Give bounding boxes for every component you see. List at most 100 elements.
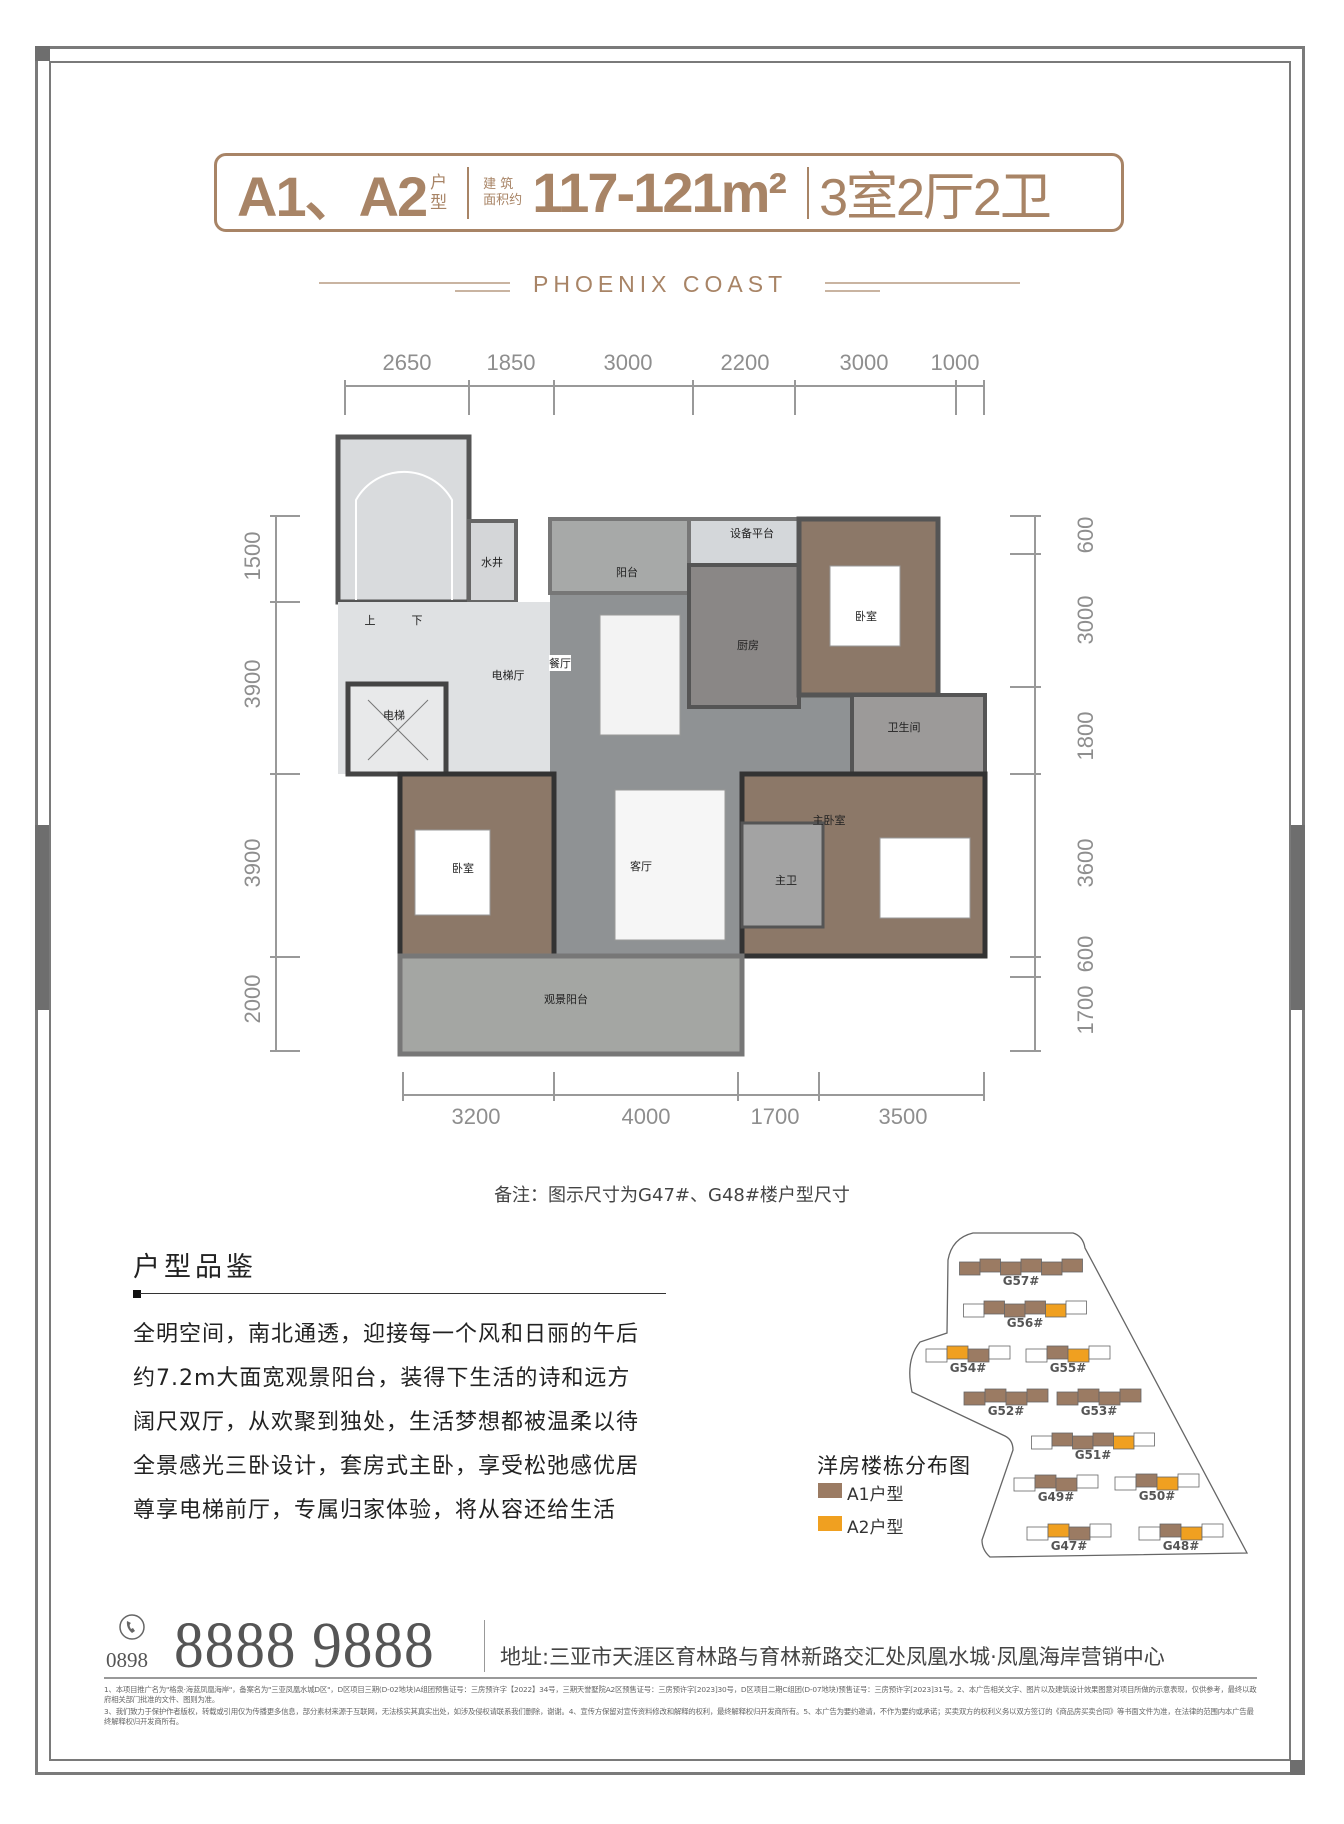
area-label: 建 筑面积约	[483, 177, 522, 209]
building-label: G49#	[1037, 1490, 1075, 1504]
dim-right: 600	[1073, 516, 1098, 554]
unit-code: A1、A2	[237, 165, 428, 228]
building-label: G53#	[1080, 1404, 1118, 1418]
dim-right: 1700	[1073, 985, 1098, 1035]
site-map-title: 洋房楼栋分布图	[817, 1454, 971, 1478]
phone-icon	[119, 1614, 145, 1640]
feature-line: 全明空间，南北通透，迎接每一个风和日丽的午后	[133, 1322, 640, 1347]
building-label: G54#	[949, 1361, 987, 1375]
dim-left: 2000	[240, 974, 265, 1024]
building-label: G56#	[1006, 1316, 1044, 1330]
dim-top: 1000	[930, 350, 980, 375]
feature-line: 尊享电梯前厅，专属归家体验，将从容还给生活	[133, 1498, 617, 1523]
legend-label-a1: A1户型	[847, 1485, 904, 1505]
dim-right: 600	[1073, 935, 1098, 973]
room-label: 主卫	[775, 874, 797, 887]
room-label: 阳台	[616, 566, 638, 579]
room-label: 餐厅	[549, 655, 571, 671]
room-label: 水井	[481, 556, 503, 569]
room-label: 下	[411, 614, 423, 627]
feature-line: 阔尺双厅，从欢聚到独处，生活梦想都被温柔以待	[133, 1410, 640, 1435]
room-label: 卫生间	[887, 721, 921, 734]
dim-right: 3000	[1073, 595, 1098, 645]
dim-top: 3000	[603, 350, 653, 375]
water-well	[467, 519, 518, 604]
decor-line	[825, 290, 880, 292]
room-label: 卧室	[452, 860, 474, 876]
dim-right: 1800	[1073, 711, 1098, 761]
dim-bottom: 3500	[878, 1104, 928, 1129]
area-code: 0898	[106, 1648, 148, 1672]
legend-label-a2: A2户型	[847, 1518, 904, 1538]
footer-divider	[484, 1620, 485, 1672]
title-marker	[133, 1290, 141, 1298]
dim-bottom: 1700	[750, 1104, 800, 1129]
living-rug	[614, 789, 726, 941]
decor-line	[319, 282, 510, 284]
divider	[807, 166, 810, 219]
legend-swatch-a2	[818, 1516, 842, 1531]
room-label: 主卧室	[812, 814, 846, 827]
room-label: 设备平台	[730, 527, 774, 540]
dim-left: 3900	[240, 838, 265, 888]
building-label: G48#	[1162, 1539, 1200, 1553]
building-label: G57#	[1002, 1274, 1040, 1288]
stairwell	[335, 434, 472, 605]
dim-right: 3600	[1073, 838, 1098, 888]
footer-rule	[104, 1677, 1257, 1679]
dim-left: 1500	[240, 531, 265, 581]
room-label: 电梯	[383, 709, 405, 722]
balcony	[548, 517, 691, 595]
room-label: 客厅	[630, 860, 652, 873]
layout-value: 3室2厅2卫	[819, 169, 1052, 227]
area-label-2: 面积约	[483, 192, 523, 208]
area-value: 117-121m²	[532, 161, 787, 224]
dining-table	[599, 614, 681, 736]
features-title: 户型品鉴	[133, 1252, 257, 1283]
dimension-note: 备注：图示尺寸为G47#、G48#楼户型尺寸	[494, 1185, 850, 1206]
building-label: G50#	[1138, 1489, 1176, 1503]
dim-top: 2200	[720, 350, 770, 375]
frame-side-tab	[1291, 825, 1305, 1010]
divider	[467, 166, 470, 219]
decor-line	[825, 282, 1020, 284]
decor-line	[455, 290, 510, 292]
room-label: 观景阳台	[544, 993, 588, 1006]
building-label: G47#	[1050, 1539, 1088, 1553]
suffix-2: 型	[430, 192, 448, 213]
room-label: 电梯厅	[491, 669, 525, 682]
frame-side-tab	[35, 825, 49, 1010]
room-label: 卧室	[855, 610, 877, 623]
kitchen	[687, 563, 801, 709]
dim-top: 3000	[839, 350, 889, 375]
phone-number: 8888 9888	[174, 1609, 435, 1682]
brand-name: PHOENIX COAST	[533, 271, 788, 297]
area-label-1: 建 筑	[483, 176, 514, 192]
title-rule	[140, 1293, 666, 1294]
dim-top: 1850	[486, 350, 536, 375]
address: 地址:三亚市天涯区育林路与育林新路交汇处凤凰水城·凤凰海岸营销中心	[500, 1645, 1165, 1669]
unit-header-box: A1、A2 户型 建 筑面积约 117-121m² 3室2厅2卫	[214, 153, 1124, 232]
fine-print-block: 1、本项目推广名为"格泉·海蓝凤凰海岸"，备案名为"三亚凤凰水城D区"，D区项目…	[104, 1685, 1257, 1727]
feature-line: 全景感光三卧设计，套房式主卧，享受松弛感优居	[133, 1454, 640, 1479]
building-label: G55#	[1049, 1361, 1087, 1375]
dimension-lines	[275, 385, 1036, 1096]
fine-print: 1、本项目推广名为"格泉·海蓝凤凰海岸"，备案名为"三亚凤凰水城D区"，D区项目…	[104, 1685, 1257, 1704]
dim-bottom: 4000	[621, 1104, 671, 1129]
room-label: 厨房	[737, 639, 759, 652]
dim-top: 2650	[382, 350, 432, 375]
view-balcony	[397, 953, 745, 1057]
building-label: G52#	[987, 1404, 1025, 1418]
legend-swatch-a1	[818, 1483, 842, 1498]
unit-suffix: 户型	[430, 173, 447, 213]
dim-bottom: 3200	[451, 1104, 501, 1129]
suffix-1: 户	[430, 172, 448, 193]
plan-rooms	[335, 434, 988, 1057]
fine-print: 3、我们致力于保护作者版权，转载或引用仅为传播更多信息，部分素材来源于互联网，无…	[104, 1707, 1254, 1726]
frame-corner	[1290, 1760, 1305, 1775]
frame-corner	[35, 46, 50, 61]
room-label: 上	[364, 614, 376, 627]
dim-left: 3900	[240, 659, 265, 709]
building-label: G51#	[1074, 1448, 1112, 1462]
